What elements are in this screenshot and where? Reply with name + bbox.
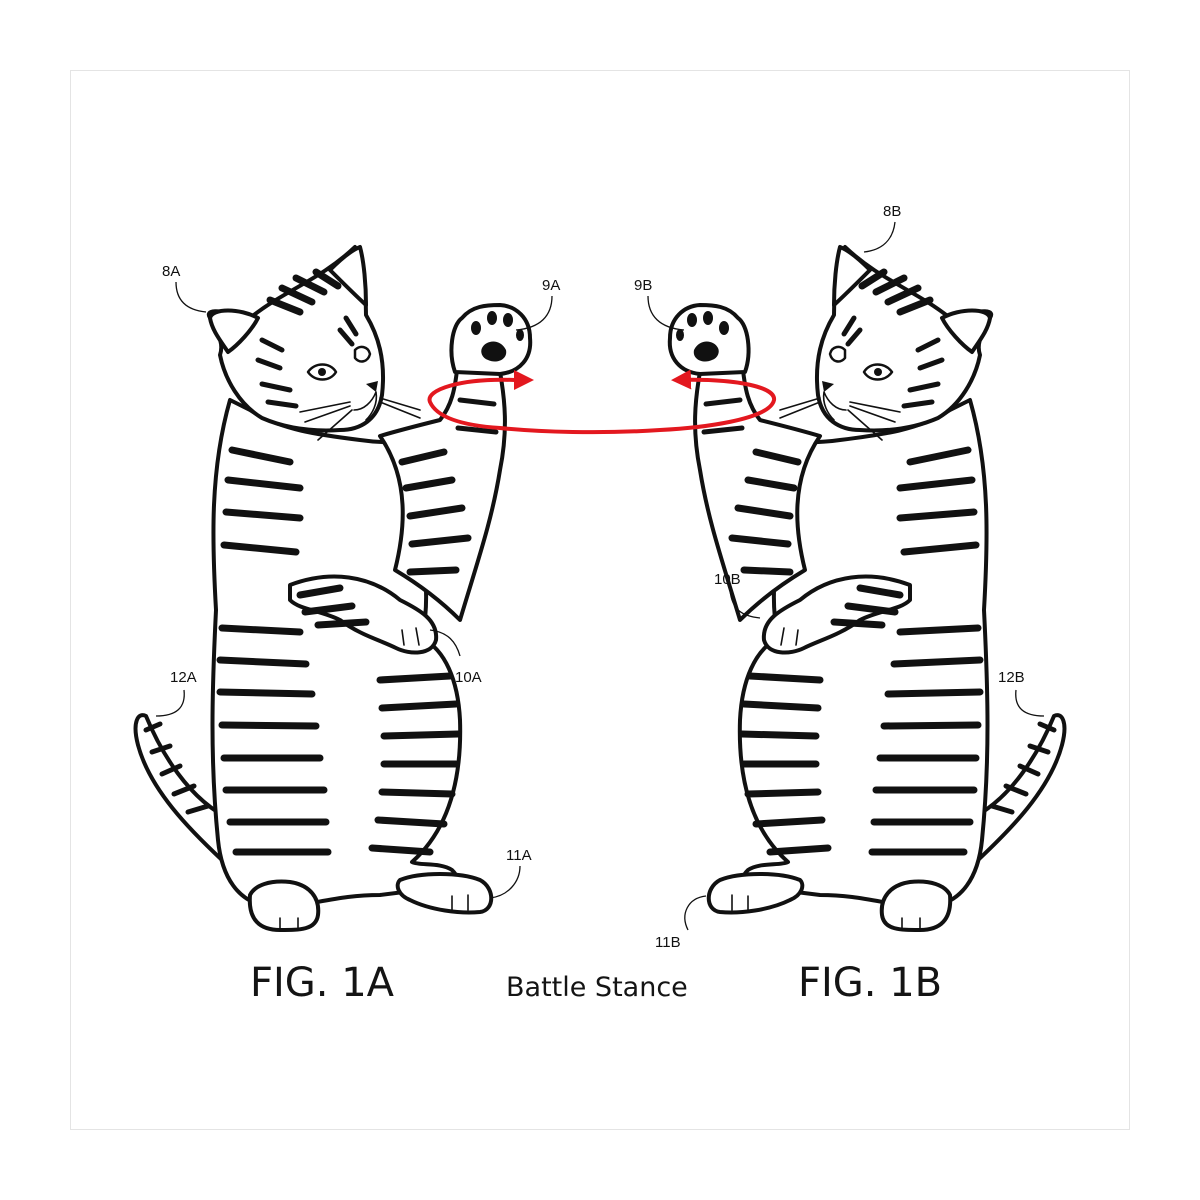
fig-1a-label: FIG. 1A [250,960,395,1006]
label-10b: 10B [714,571,741,588]
label-8a: 8A [162,263,180,280]
leader-lines [155,221,1045,931]
fig-1b-label: FIG. 1B [798,960,942,1006]
label-9b: 9B [634,277,652,294]
label-11b: 11B [655,934,681,951]
label-9a: 9A [542,277,560,294]
label-10a: 10A [455,669,482,686]
label-12b: 12B [998,669,1025,686]
cat-b [670,247,1065,930]
label-12a: 12A [170,669,197,686]
label-8b: 8B [883,203,901,220]
label-11a: 11A [506,847,532,864]
motion-arrows [427,369,776,435]
cat-a [136,247,531,930]
caption-battle-stance: Battle Stance [506,972,688,1003]
